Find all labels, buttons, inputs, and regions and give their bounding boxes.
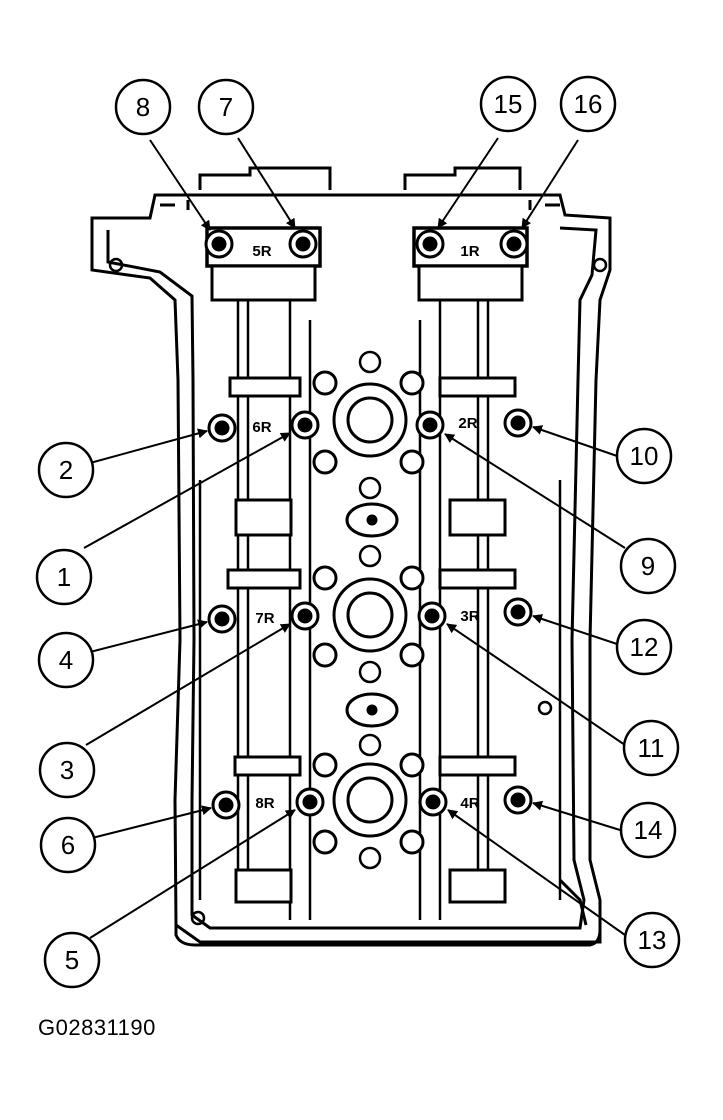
bolt-14	[503, 785, 533, 815]
leader-5	[89, 809, 296, 939]
callout-number-7: 7	[219, 92, 233, 122]
bolt-13	[418, 787, 448, 817]
leader-2	[89, 428, 208, 464]
callout-circle-3	[38, 741, 96, 799]
leader-9	[444, 433, 626, 549]
callout-number-9: 9	[641, 551, 655, 581]
bolt-11	[417, 601, 447, 631]
top-caps	[205, 226, 529, 302]
bolt-4	[207, 604, 237, 634]
callout-circle-12	[615, 618, 673, 676]
lower-cap-blocks	[234, 498, 507, 904]
head-port-holes	[108, 257, 608, 926]
callout-number-5: 5	[65, 945, 79, 975]
cap-label-6r: 6R	[252, 419, 271, 436]
callout-circle-4	[37, 631, 95, 689]
bolt-12	[503, 597, 533, 627]
bolt-7	[288, 229, 318, 259]
leader-13	[447, 809, 626, 936]
cap-label-4r: 4R	[460, 795, 479, 812]
leader-10	[532, 425, 621, 458]
bolt-9	[415, 410, 445, 440]
cap-label-3r: 3R	[460, 608, 479, 625]
callout-circle-1	[35, 548, 93, 606]
callout-circle-9	[619, 537, 677, 595]
callout-number-13: 13	[638, 925, 667, 955]
callout-number-10: 10	[630, 441, 659, 471]
leader-14	[532, 800, 621, 831]
callout-circle-13	[623, 911, 681, 969]
callout-number-14: 14	[634, 815, 663, 845]
callout-circle-14	[619, 801, 677, 859]
leader-11	[446, 623, 626, 746]
callout-circle-16	[559, 75, 617, 133]
callout-circle-6	[39, 816, 97, 874]
callout-circle-15	[479, 75, 537, 133]
callout-number-4: 4	[59, 645, 73, 675]
figure-id: G02831190	[38, 1015, 156, 1040]
callout-circle-10	[615, 427, 673, 485]
bolt-8	[204, 229, 234, 259]
cap-label-1r: 1R	[460, 243, 479, 260]
leader-16	[521, 139, 579, 229]
cap-label-2r: 2R	[458, 415, 477, 432]
bolt-10	[503, 408, 533, 438]
callout-number-2: 2	[59, 455, 73, 485]
bolt-5	[295, 787, 325, 817]
callouts	[35, 75, 681, 989]
callout-number-16: 16	[574, 89, 603, 119]
leader-8	[149, 139, 211, 231]
leader-3	[85, 623, 291, 746]
callout-number-8: 8	[136, 92, 150, 122]
bolt-2	[207, 413, 237, 443]
bolt-16	[499, 229, 529, 259]
cylinder-head-outline	[90, 166, 612, 944]
cam-bars	[226, 376, 517, 777]
leader-12	[532, 614, 621, 646]
leader-1	[83, 432, 291, 549]
cap-labels: 5R 1R 6R 2R 7R 3R 8R 4R	[252, 243, 479, 812]
callout-number-11: 11	[638, 733, 665, 763]
callout-number-12: 12	[630, 632, 659, 662]
leader-6	[91, 805, 212, 839]
callout-number-15: 15	[494, 89, 523, 119]
center-nuts	[312, 370, 425, 855]
callout-circle-7	[197, 78, 255, 136]
bolt-15	[415, 229, 445, 259]
center-bores	[332, 382, 408, 838]
leader-7	[237, 137, 296, 229]
callout-number-6: 6	[61, 830, 75, 860]
callout-circle-2	[37, 441, 95, 499]
cap-label-5r: 5R	[252, 243, 271, 260]
callout-circle-11	[622, 719, 680, 777]
leader-15	[437, 137, 499, 229]
bolt-1	[290, 410, 320, 440]
head-bottom-edge	[174, 878, 602, 947]
callout-number-3: 3	[60, 755, 74, 785]
callout-circle-5	[43, 931, 101, 989]
cap-bolts	[204, 229, 533, 820]
leader-arrows	[83, 137, 626, 939]
callout-number-1: 1	[57, 562, 71, 592]
callout-numbers: 8 7 15 16 2 1 10 9 4 3 12 11 6 5 14 13	[57, 89, 667, 975]
leader-4	[89, 619, 208, 653]
bolt-3	[290, 601, 320, 631]
callout-circle-8	[114, 78, 172, 136]
bolt-6	[211, 790, 241, 820]
cap-label-8r: 8R	[255, 795, 274, 812]
cap-label-7r: 7R	[255, 610, 274, 627]
